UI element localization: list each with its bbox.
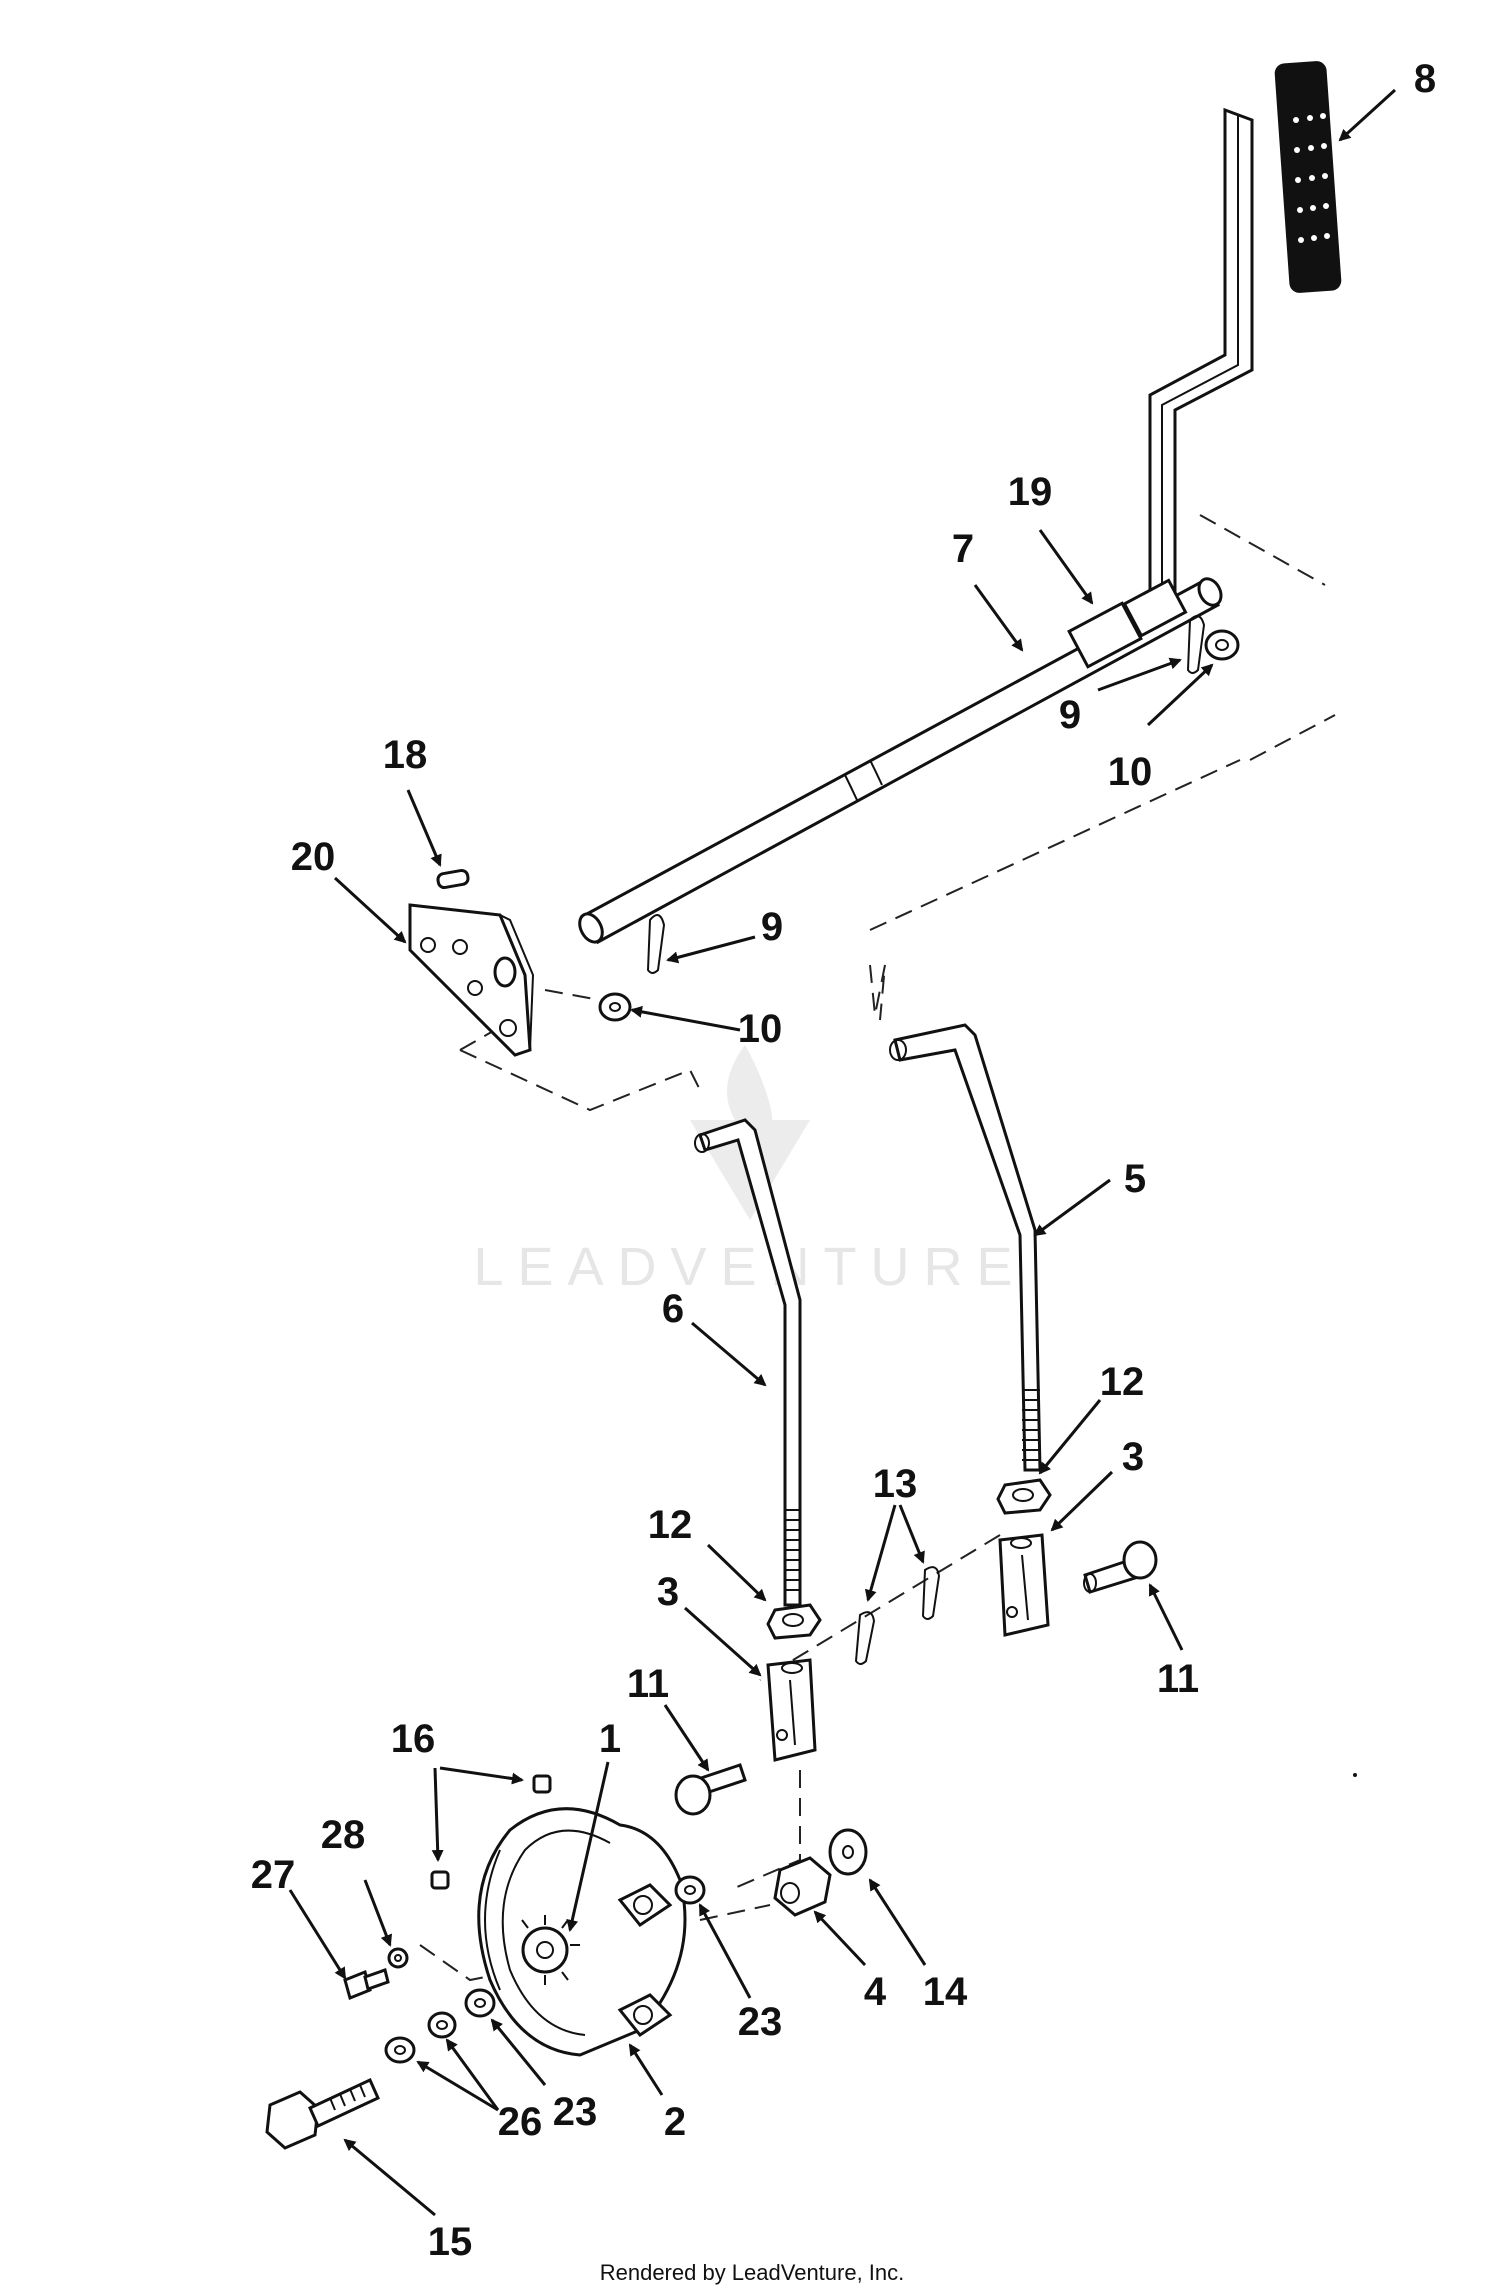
callout-12-left: 12: [648, 1503, 693, 1547]
cotter-pin-middle-right: [921, 1566, 941, 1620]
callout-labels: 8 19 7 9 10 18 20 9 10 5 6 12 3 13 12 3 …: [251, 57, 1436, 2264]
set-screw-upper: [532, 1774, 552, 1794]
upper-cotter-pin: [1186, 615, 1206, 674]
bracket-plate: [408, 903, 535, 1057]
callout-9-upper: 9: [1059, 693, 1081, 737]
pedal-pad: [1274, 61, 1342, 293]
callout-3-left: 3: [657, 1570, 679, 1614]
callout-27: 27: [251, 1853, 296, 1897]
clevis-left: [766, 1658, 817, 1762]
callout-5: 5: [1124, 1157, 1146, 1201]
pedal-pad-texture: [1293, 113, 1330, 243]
callout-4: 4: [864, 1970, 887, 2014]
pulley-cam: [477, 1807, 687, 2057]
clevis-pin-left: [674, 1763, 747, 1816]
callout-9-lower: 9: [761, 905, 783, 949]
cotter-pin-middle-left: [854, 1611, 876, 1665]
callout-6: 6: [662, 1287, 684, 1331]
callout-8: 8: [1414, 57, 1436, 101]
jam-nut-left: [766, 1603, 822, 1640]
washer-bottom-1: [384, 2036, 416, 2064]
lower-washer: [598, 992, 632, 1022]
callout-23-right: 23: [738, 2000, 783, 2044]
jam-nut-right: [996, 1478, 1052, 1515]
callout-11-right: 11: [1157, 1657, 1199, 1701]
lower-cotter-pin: [646, 914, 666, 974]
washer-bottom-2: [427, 2011, 457, 2039]
clevis-pin-right: [1083, 1540, 1158, 1594]
small-bolt: [343, 1968, 390, 2001]
callout-26: 26: [498, 2100, 543, 2144]
leader-arrows: [288, 88, 1397, 2217]
callout-23-left: 23: [553, 2090, 598, 2134]
callout-20: 20: [291, 835, 336, 879]
cross-shaft: [578, 577, 1223, 945]
washer-upper-right: [674, 1875, 706, 1905]
upper-washer: [1204, 629, 1240, 661]
hex-bolt: [265, 2077, 380, 2150]
footer-credit: Rendered by LeadVenture, Inc.: [600, 2260, 905, 2285]
pulley-hub: [521, 1926, 569, 1974]
washer-bottom-3: [464, 1988, 496, 2018]
callout-2: 2: [664, 2100, 686, 2144]
callout-3-right: 3: [1122, 1435, 1144, 1479]
callout-28: 28: [321, 1813, 366, 1857]
callout-11-left: 11: [627, 1662, 669, 1706]
set-screw-lower: [430, 1870, 450, 1890]
rod-left: [694, 1118, 802, 1607]
clevis-right: [998, 1533, 1050, 1637]
callout-10-lower: 10: [738, 1007, 783, 1051]
callout-7: 7: [952, 527, 974, 571]
callout-19: 19: [1008, 470, 1053, 514]
callout-16: 16: [391, 1717, 436, 1761]
callout-14: 14: [923, 1970, 968, 2014]
callout-1: 1: [599, 1717, 621, 1761]
callout-10-upper: 10: [1108, 750, 1153, 794]
pedal-arm: [1148, 61, 1342, 613]
callout-13: 13: [873, 1462, 918, 1506]
callout-15: 15: [428, 2220, 473, 2264]
roll-pin: [436, 868, 470, 890]
hex-nut: [773, 1856, 832, 1917]
small-nut: [387, 1947, 409, 1969]
rod-right: [889, 1023, 1042, 1472]
callout-12-right: 12: [1100, 1360, 1145, 1404]
flat-washer-large: [828, 1828, 868, 1876]
callout-18: 18: [383, 733, 428, 777]
watermark-brand: LEADVENTURE: [473, 1237, 1026, 1297]
stray-dot: [1353, 1773, 1357, 1777]
